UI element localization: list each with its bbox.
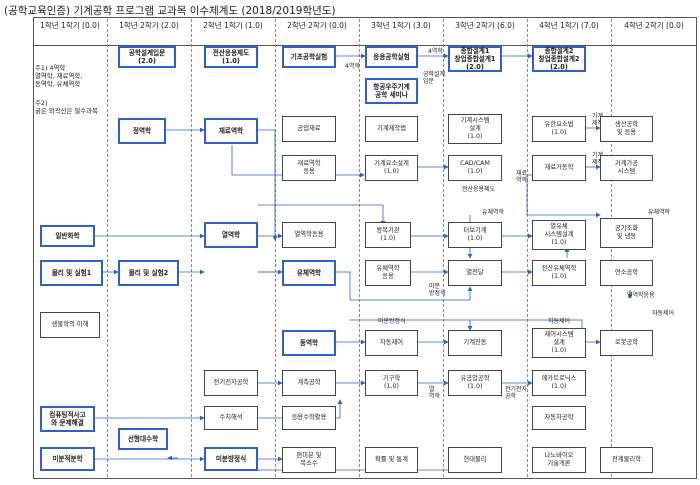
arrow-label: 미분 방정식 — [429, 283, 446, 297]
course-box-automatic-control[interactable]: 자동제어 — [365, 330, 418, 356]
course-box-electrical-engineering[interactable]: 전기전자공학 — [204, 370, 258, 396]
course-box-applied-fluid-mechanics[interactable]: 유체역학 응용 — [365, 260, 411, 286]
course-box-fem[interactable]: 유한요소법 (1.0) — [532, 116, 586, 142]
course-box-statics[interactable]: 정역학 — [118, 118, 166, 144]
course-box-mechanics-of-materials[interactable]: 재료역학 — [204, 118, 258, 144]
course-box-thermal-system-design[interactable]: 열유체 시스템설계 (1.0) — [532, 220, 586, 250]
arrow-label: 열 역학 — [429, 386, 441, 400]
course-box-fluid-mechanics[interactable]: 유체역학 — [282, 260, 336, 286]
course-box-physics-lab1[interactable]: 물리 및 실험1 — [40, 260, 103, 286]
course-box-applied-mechanics-of-materials[interactable]: 재료역학 응용 — [282, 155, 336, 181]
column-divider — [107, 19, 108, 477]
course-box-applied-math[interactable]: 응용수학활용 — [282, 406, 336, 430]
semester-header-4: 2학년 2학기 (0.0) — [287, 21, 347, 30]
course-box-nano-bio[interactable]: 나노바이오 기술개론 — [532, 447, 586, 473]
semester-header-6: 3학년 2학기 (6.0) — [455, 21, 515, 30]
course-box-aerospace-seminar[interactable]: 항공우주기계 공학 세미나 — [365, 78, 418, 104]
arrow-label: 4역학 — [345, 63, 360, 70]
course-box-combustion-engineering[interactable]: 연소공학 — [600, 260, 653, 286]
course-box-calculus[interactable]: 미분적분학 — [40, 447, 95, 471]
column-divider — [191, 19, 192, 477]
course-box-automotive-engineering[interactable]: 자동차공학 — [532, 406, 586, 430]
note-required: 주2) 굵은 외곽선은 필수과목 — [35, 99, 98, 115]
column-divider — [527, 19, 528, 477]
chart-frame — [33, 17, 697, 479]
arrow-label: 미분방정식 — [378, 318, 406, 325]
semester-header-3: 2학년 1학기 (1.0) — [203, 21, 263, 30]
course-box-engineering-design-intro[interactable]: 공학설계입문 (2.0) — [118, 46, 176, 68]
course-box-computer-aided-drafting[interactable]: 전산응용제도 (1.0) — [204, 46, 258, 68]
course-box-machine-element-design[interactable]: 기계요소설계 (1.0) — [365, 155, 418, 181]
course-box-air-conditioning[interactable]: 공기조화 및 냉동 — [600, 218, 653, 248]
course-box-fracture-mechanics[interactable]: 재료거동학 — [532, 155, 586, 181]
arrow-label: 열역학응용 — [627, 292, 655, 299]
course-box-applied-engineering-lab[interactable]: 응용공학실험 — [365, 46, 418, 68]
semester-header-1: 1학년 1학기 (0.0) — [40, 21, 100, 30]
course-box-control-system-design[interactable]: 제어시스템 설계 (1.0) — [532, 328, 586, 358]
course-box-basic-engineering-lab[interactable]: 기초공학실험 — [282, 46, 336, 68]
course-box-heat-transfer[interactable]: 열전달 — [448, 260, 502, 286]
arrow-label: 자동제어 — [652, 310, 675, 317]
column-divider — [359, 19, 360, 477]
course-box-modern-physics[interactable]: 현대물리 — [448, 447, 502, 473]
course-box-mechanical-system-design[interactable]: 기계시스템 설계 (1.0) — [448, 114, 502, 144]
course-box-computational-fluid-dynamics[interactable]: 전산유체역학 (1.0) — [532, 260, 586, 286]
header-divider — [33, 45, 697, 46]
course-box-general-chemistry[interactable]: 일반화학 — [40, 225, 95, 247]
course-box-physics-lab2[interactable]: 물리 및 실험2 — [118, 260, 179, 286]
arrow-label: 공학설계 입문 — [423, 71, 446, 85]
arrow-label: 4역학 — [428, 48, 443, 55]
course-box-machine-manufacturing[interactable]: 기계제작법 — [365, 116, 418, 142]
arrow-label: 전산응용제도 — [462, 186, 496, 193]
course-box-heat-engines[interactable]: 왕복기관 (1.0) — [365, 222, 411, 248]
semester-header-8: 4학년 2학기 (0.0) — [624, 21, 684, 30]
arrow-label: 재료 역학 — [516, 170, 528, 184]
course-box-partial-differential[interactable]: 편미분 및 복소수 — [282, 447, 336, 473]
course-box-dynamics[interactable]: 동역학 — [282, 330, 336, 356]
semester-header-2: 1학년 2학기 (2.0) — [119, 21, 179, 30]
course-box-linear-algebra[interactable]: 선형대수학 — [118, 428, 168, 450]
course-box-mechanical-vibration[interactable]: 기계진동 — [448, 330, 502, 356]
course-box-precision-engineering[interactable]: 전계물리학 — [600, 447, 653, 473]
note-four-mechanics: 주1) 4역학 열역학, 재료역학, 동역학, 유체역학 — [35, 64, 83, 88]
course-box-capstone2[interactable]: 종합설계2 창업종합설계2 (2.0) — [532, 46, 586, 72]
course-box-mechatronics[interactable]: 메카트로닉스 (1.0) — [532, 370, 586, 396]
course-box-engineering-materials[interactable]: 공업재료 — [282, 116, 336, 142]
column-divider — [611, 19, 612, 477]
course-box-capstone1[interactable]: 종합설계1 창업종합설계1 (2.0) — [448, 46, 502, 72]
course-box-thermodynamics[interactable]: 열역학 — [204, 222, 258, 248]
course-box-turbomachinery[interactable]: 터보기계 (1.0) — [448, 222, 502, 248]
course-box-cad-cam[interactable]: CAD/CAM (1.0) — [448, 155, 502, 181]
course-box-production-engineering[interactable]: 생산공학 및 응용 — [600, 116, 653, 142]
course-box-robotics[interactable]: 로봇공학 — [600, 330, 653, 356]
semester-header-5: 3학년 1학기 (3.0) — [371, 21, 431, 30]
semester-header-7: 4학년 1학기 (7.0) — [539, 21, 599, 30]
course-box-machining-systems[interactable]: 기계가공 시스템 — [600, 155, 653, 181]
course-box-probability-statistics[interactable]: 확률 및 통계 — [365, 447, 418, 473]
course-box-measurement-engineering[interactable]: 계측공학 — [282, 370, 336, 396]
column-divider — [275, 19, 276, 477]
course-box-hydraulics[interactable]: 유공압공학 (1.0) — [448, 370, 502, 396]
course-box-numerical-analysis[interactable]: 수치해석 — [204, 406, 258, 430]
course-box-creative-problem-solving[interactable]: 컴퓨팅적사고 와 문제해결 — [40, 406, 95, 432]
course-box-applied-thermodynamics[interactable]: 열역학응용 — [282, 222, 336, 248]
arrow-label: 유체역학 — [648, 209, 671, 216]
course-box-mechatronics-lab[interactable]: 기구학 (1.0) — [365, 370, 418, 396]
page-title: (공학교육인증) 기계공학 프로그램 교과목 이수체계도 (2018/2019학… — [4, 5, 336, 17]
arrow-label: 전기전자 공학 — [505, 386, 528, 400]
arrow-label: 유체역학 — [482, 209, 505, 216]
arrow-label: 자동제어 — [548, 318, 571, 325]
course-box-biology[interactable]: 생물학의 이해 — [40, 312, 100, 338]
course-box-differential-equations[interactable]: 미분방정식 — [204, 447, 258, 471]
column-divider — [443, 19, 444, 477]
